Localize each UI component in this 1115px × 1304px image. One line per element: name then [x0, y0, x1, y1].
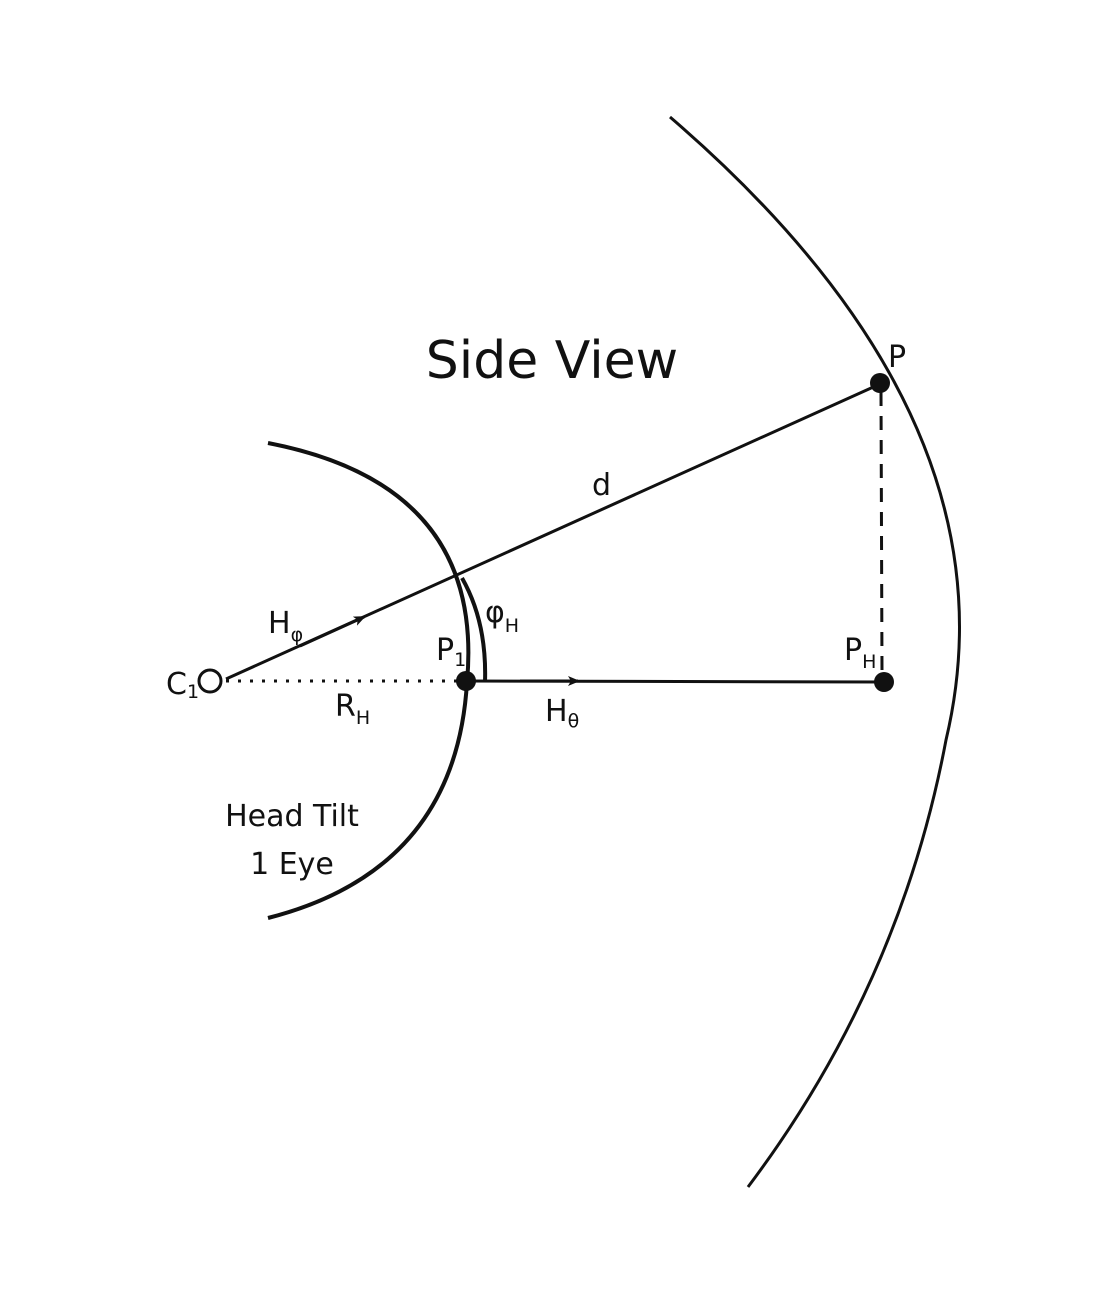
label-phi-h: φH: [485, 595, 519, 637]
label-h-theta: Hθ: [545, 694, 579, 732]
label-r-h: RH: [335, 689, 370, 729]
outer-arc: [669, 115, 961, 1188]
label-c1: C1: [166, 667, 199, 703]
label-ph: PH: [844, 633, 876, 673]
caption-line-1: Head Tilt: [225, 799, 359, 834]
diagram-title: Side View: [426, 331, 678, 391]
point-p1: [456, 671, 476, 691]
point-ph: [874, 672, 894, 692]
label-p1: P1: [436, 633, 466, 671]
label-p: P: [888, 340, 906, 375]
h-phi-arrow: [299, 615, 366, 648]
label-h-phi: Hφ: [268, 606, 303, 646]
dashed-line-p-ph: [879, 391, 884, 673]
phi-angle-arc: [460, 577, 488, 683]
point-c1: [197, 668, 223, 694]
label-d: d: [592, 468, 611, 503]
point-p: [870, 373, 890, 393]
caption-line-2: 1 Eye: [250, 847, 334, 882]
